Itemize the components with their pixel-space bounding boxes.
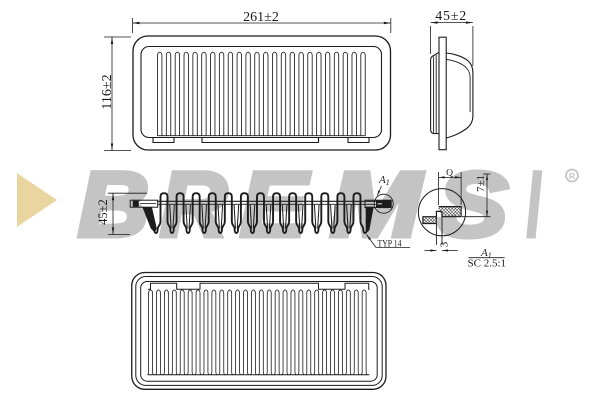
svg-text:7±1: 7±1	[475, 175, 487, 192]
svg-text:116±2: 116±2	[100, 74, 115, 109]
svg-text:A1: A1	[480, 247, 492, 260]
svg-text:45±2: 45±2	[435, 9, 466, 24]
svg-text:TYP 14: TYP 14	[378, 238, 402, 248]
svg-text:S: S	[437, 154, 508, 256]
svg-text:Q: Q	[446, 168, 453, 178]
svg-text:R: R	[569, 171, 575, 181]
svg-text:I: I	[527, 154, 541, 256]
svg-text:3: 3	[438, 241, 450, 247]
svg-text:A1: A1	[378, 174, 390, 187]
svg-text:E: E	[240, 154, 310, 256]
svg-text:261±2: 261±2	[243, 10, 279, 25]
svg-text:SC 2.5:1: SC 2.5:1	[468, 258, 507, 270]
svg-text:45±2: 45±2	[96, 199, 110, 225]
